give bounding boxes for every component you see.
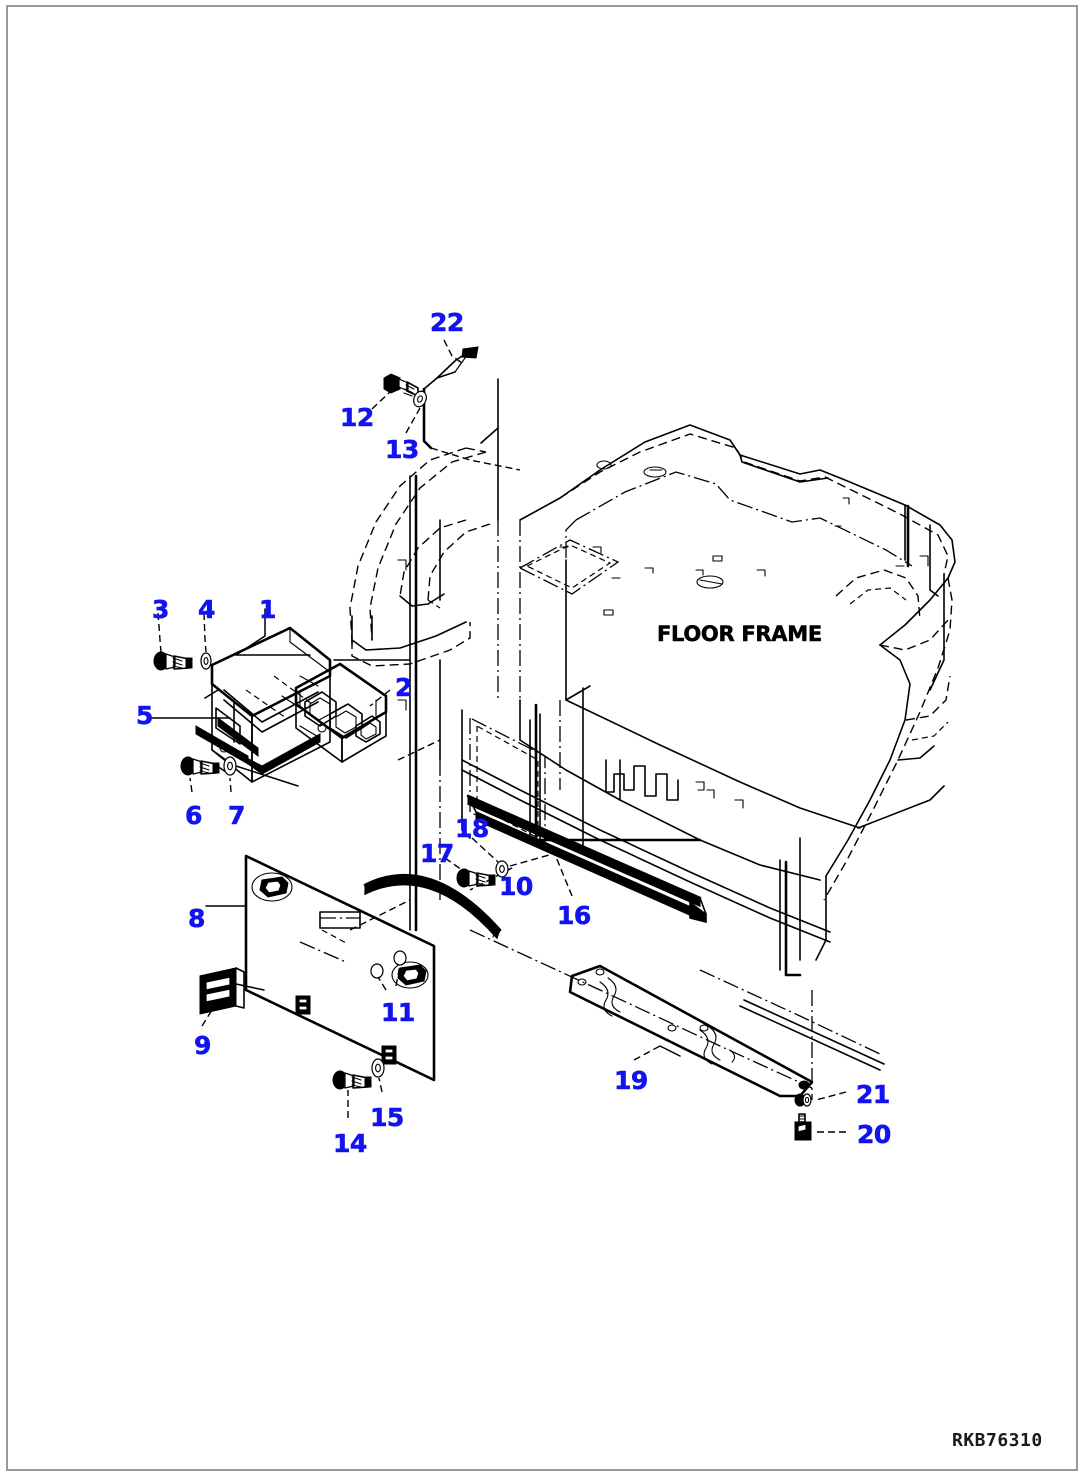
leader-22 — [443, 339, 463, 364]
part-2-switch-panel-assembly — [294, 662, 388, 763]
callout-5: 5 — [136, 701, 154, 730]
leader-12 — [371, 389, 393, 410]
leader-7 — [229, 777, 232, 793]
callout-7: 7 — [228, 801, 246, 830]
leader-19 — [633, 1045, 661, 1061]
part-13-washer-upper-bracket — [413, 390, 427, 408]
callout-2: 2 — [395, 673, 413, 702]
leader-11-b — [395, 964, 401, 987]
leader-11 — [377, 976, 387, 991]
part-5-panel-cover — [195, 689, 249, 765]
part-20-bolt-bracket-bottom — [794, 1113, 812, 1141]
part-15-washer-cover-lower — [371, 1058, 385, 1078]
part-21-washer-bracket-bottom — [794, 1093, 812, 1107]
callout-21: 21 — [856, 1080, 891, 1109]
leader-15 — [378, 1077, 383, 1093]
callout-4: 4 — [198, 595, 216, 624]
part-1-operator-panel-housing — [210, 626, 332, 783]
leader-1 — [235, 608, 266, 656]
callout-22: 22 — [430, 308, 465, 337]
part-18-washer-rail — [495, 860, 509, 878]
callout-6: 6 — [185, 801, 203, 830]
part-6-bolt-lower — [180, 756, 220, 776]
leader-2 — [369, 689, 391, 707]
callout-20: 20 — [857, 1120, 892, 1149]
callout-16: 16 — [557, 901, 592, 930]
part-11-grommet — [370, 950, 407, 979]
drawing-number: RKB76310 — [952, 1430, 1043, 1451]
part-19-bottom-bracket-plate — [568, 964, 814, 1098]
part-22-mounting-bracket-tab — [422, 346, 521, 471]
callout-13: 13 — [385, 435, 420, 464]
part-9-electrical-connector-block — [199, 967, 245, 1015]
leader-21 — [815, 1091, 847, 1101]
part-4-washer-upper — [200, 652, 212, 670]
floor-frame-label: FLOOR FRAME — [657, 622, 823, 647]
part-17-bolt-rail — [456, 868, 496, 888]
part-3-bolt-upper — [153, 651, 193, 671]
leader-6 — [189, 777, 193, 793]
callout-11: 11 — [381, 998, 416, 1027]
leader-13 — [405, 407, 421, 434]
callout-1: 1 — [259, 595, 277, 624]
callout-12: 12 — [340, 403, 375, 432]
callout-14: 14 — [333, 1129, 368, 1158]
leader-17 — [444, 857, 463, 871]
callout-8: 8 — [188, 904, 206, 933]
leader-9 — [201, 1009, 213, 1027]
callout-10: 10 — [499, 872, 534, 901]
part-16-rail-strip-long — [466, 794, 707, 923]
leader-16 — [553, 851, 573, 897]
callout-17: 17 — [420, 839, 455, 868]
part-14-bolt-cover-lower — [332, 1070, 372, 1090]
callout-3: 3 — [152, 595, 170, 624]
callout-15: 15 — [370, 1103, 405, 1132]
callout-9: 9 — [194, 1031, 212, 1060]
leader-2-aux — [397, 739, 441, 761]
leader-4 — [203, 612, 207, 653]
leader-9-to-panel — [235, 983, 265, 991]
leader-19-b — [659, 1045, 681, 1057]
part-8-side-cover-plate — [244, 854, 436, 1082]
part-10-curved-trim-seal — [363, 873, 502, 939]
leader-18-aux — [509, 851, 561, 867]
leader-10-aux — [349, 899, 411, 931]
part-7-washer-lower — [223, 756, 237, 776]
callout-18: 18 — [455, 814, 490, 843]
leader-18 — [471, 837, 499, 863]
floor-frame-assembly — [349, 424, 956, 1100]
leader-7-tail — [235, 765, 299, 787]
leader-3 — [157, 612, 162, 653]
callout-19: 19 — [614, 1066, 649, 1095]
